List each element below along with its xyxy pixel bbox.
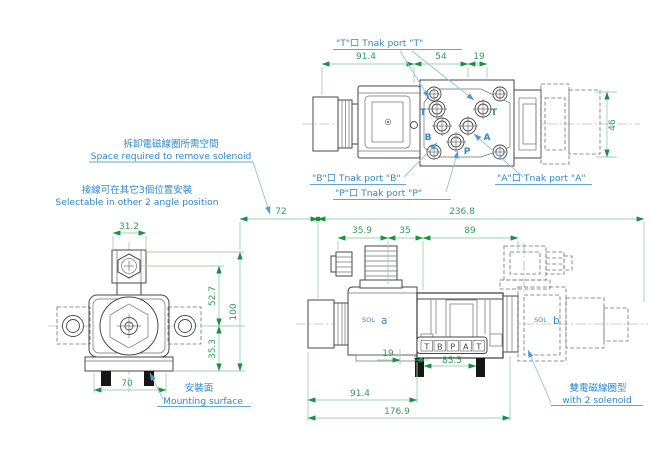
front-foot-right xyxy=(144,371,154,386)
note-angle-zh: 接線可在其它3個位置安裝 xyxy=(82,184,193,196)
dim-side-35-9: 35.9 xyxy=(352,226,372,236)
sol-a-prefix: SOL xyxy=(362,316,375,324)
label-port-p: "P"口 Tnak port "P" xyxy=(335,188,422,199)
dim-top-54: 54 xyxy=(435,52,447,62)
note-two-solenoid-en: with 2 solenoid xyxy=(562,395,632,406)
note-angle-en: Selectable in other 2 angle position xyxy=(55,197,218,208)
sol-b-letter: b xyxy=(553,315,560,327)
dim-side-236-8: 236.8 xyxy=(449,207,475,217)
sol-a-letter: a xyxy=(381,315,387,327)
top-dimensions: 91.4 54 19 46 xyxy=(321,52,618,158)
dim-side-35: 35 xyxy=(399,226,410,236)
front-body xyxy=(88,294,170,358)
front-side-tabs xyxy=(56,306,202,345)
port-letter-t1: T xyxy=(420,108,427,118)
port-letter-p: P xyxy=(464,147,471,157)
nameplate-letter-3: P xyxy=(450,343,455,352)
front-view: 31.2 52.7 35.3 100 70 安裝面 Mounting surfa… xyxy=(48,222,251,407)
nameplate-letter-2: B xyxy=(437,343,443,352)
note-remove-space-en: Space required to remove solenoid xyxy=(91,151,252,162)
port-letter-a: A xyxy=(484,133,491,143)
mounting-surface-callout: 安裝面 Mounting surface xyxy=(149,372,251,407)
left-annotations: 拆卸電磁線圈所需空間 Space required to remove sole… xyxy=(55,138,271,215)
dim-top-91-4: 91.4 xyxy=(356,52,376,62)
side-foot-left xyxy=(415,358,424,377)
top-view-solenoid-right-phantom xyxy=(513,83,601,165)
sol-b-prefix: SOL xyxy=(534,316,547,324)
note-mounting-en: Mounting surface xyxy=(163,396,243,407)
label-port-a: "A"口 Tnak port "A" xyxy=(497,173,586,184)
front-connector xyxy=(111,249,147,296)
note-two-solenoid-zh: 雙電磁線圈型 xyxy=(569,382,627,394)
side-connector-a xyxy=(330,245,403,289)
side-foot-right xyxy=(476,358,485,377)
dim-side-19: 19 xyxy=(382,349,394,359)
two-solenoid-callout: 雙電磁線圈型 with 2 solenoid xyxy=(527,349,643,406)
dim-side-89: 89 xyxy=(464,226,476,236)
front-dimensions: 31.2 52.7 35.3 100 70 xyxy=(93,222,245,393)
side-solenoid-a: SOL a xyxy=(307,286,418,362)
nameplate-letter-1: T xyxy=(423,343,429,352)
dim-front-100: 100 xyxy=(229,303,239,320)
nameplate-letter-4: A xyxy=(463,343,469,352)
dim-side-176-9: 176.9 xyxy=(384,407,410,417)
note-remove-space-zh: 拆卸電磁線圈所需空間 xyxy=(123,138,218,150)
label-port-b: "B"口 Tnak port "B" xyxy=(312,173,401,184)
dim-front-31-2: 31.2 xyxy=(119,222,139,232)
ports xyxy=(427,99,493,152)
note-mounting-zh: 安裝面 xyxy=(185,382,214,394)
dim-side-85-5: 85.5 xyxy=(442,356,462,366)
side-view: SOL a xyxy=(239,207,648,421)
front-base xyxy=(84,356,174,386)
side-dimensions-top: 72 236.8 35.9 35 89 xyxy=(239,207,645,302)
dim-front-52-7: 52.7 xyxy=(208,286,218,306)
dim-top-19: 19 xyxy=(473,52,485,62)
nameplate-letter-5: T xyxy=(475,343,481,352)
dim-side-72: 72 xyxy=(275,207,286,217)
top-view-solenoid-left xyxy=(312,85,421,159)
dim-side-91-4: 91.4 xyxy=(350,389,370,399)
top-view: T T B A P 91.4 54 19 xyxy=(302,38,640,200)
dim-front-70: 70 xyxy=(121,379,133,389)
port-letter-t2: T xyxy=(491,108,498,118)
side-solenoid-b-phantom: SOL b xyxy=(499,245,629,362)
port-callouts: "T"口 Tnak port "T" "B"口 Tnak port "B" "P… xyxy=(310,38,592,200)
dim-front-35-3: 35.3 xyxy=(208,339,218,359)
nameplate: T B P A T xyxy=(416,336,488,354)
port-letter-b: B xyxy=(425,133,432,143)
label-port-t: "T"口 Tnak port "T" xyxy=(336,38,423,49)
front-foot-left xyxy=(101,371,111,386)
side-valve-body: T B P A T xyxy=(415,292,504,377)
dim-top-46: 46 xyxy=(608,119,618,131)
side-dimensions-bottom: 19 85.5 91.4 176.9 xyxy=(307,349,511,421)
